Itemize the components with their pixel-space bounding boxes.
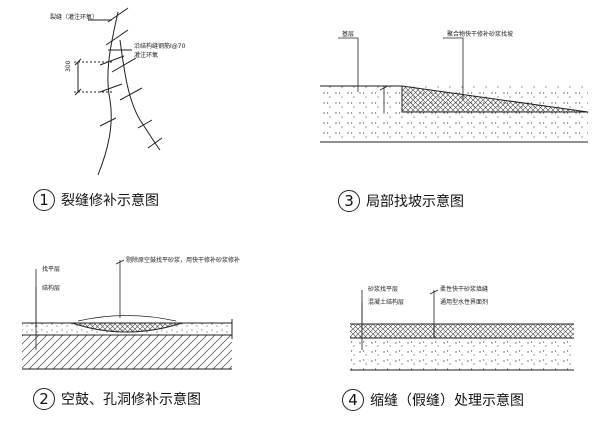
caption-text-2: 空鼓、孔洞修补示意图: [61, 392, 201, 408]
label-structure: 结构层: [42, 285, 61, 292]
caption-1: 1 裂缝修补示意图: [33, 189, 159, 211]
caption-text-1: 裂缝修补示意图: [61, 193, 159, 209]
caption-number-4: 4: [342, 389, 364, 411]
caption-3: 3 局部找坡示意图: [338, 190, 464, 212]
label-slope-mortar: 聚合物快干修补砂浆找坡: [447, 31, 514, 38]
panel-local-slope: 基层 聚合物快干修补砂浆找坡 3 局部找坡示意图: [298, 0, 595, 214]
crack-repair-drawing: [74, 7, 163, 176]
local-slope-drawing: [320, 37, 589, 143]
label-dimension: 300: [65, 60, 72, 72]
label-crack: 裂缝（灌注环氧）: [50, 14, 99, 21]
panel-hollow-repair: 找平层 结构层 剔除原空鼓找平砂浆，用快干修补砂浆修补 2 空鼓、孔洞修补示意图: [0, 214, 298, 429]
caption-number-2: 2: [33, 388, 55, 410]
joint-treatment-drawing: [350, 289, 574, 371]
panel-joint-treatment: 砂浆找平层 混凝土结构层 柔性快干砂浆填缝 通用型水性界面剂 4 缩缝（假缝）处…: [298, 214, 595, 429]
label-repair: 剔除原空鼓找平砂浆，用快干修补砂浆修补: [126, 257, 241, 264]
label-base: 基层: [342, 31, 355, 38]
caption-text-4: 缩缝（假缝）处理示意图: [370, 393, 524, 409]
panel-crack-repair: 裂缝（灌注环氧） 沿结构缝钢筋Ⅰ@70 灌注环氧 300 1 裂缝修补示意图: [0, 0, 298, 214]
caption-2: 2 空鼓、孔洞修补示意图: [33, 388, 201, 410]
caption-number-1: 1: [33, 189, 55, 211]
label-leveling: 找平层: [42, 266, 61, 273]
caption-text-3: 局部找坡示意图: [366, 194, 464, 210]
hollow-repair-drawing: [22, 259, 233, 370]
label-epoxy: 灌注环氧: [134, 52, 159, 59]
label-flexible-mortar: 柔性快干砂浆填缝: [440, 286, 489, 293]
caption-4: 4 缩缝（假缝）处理示意图: [342, 389, 524, 411]
label-mortar-layer: 砂浆找平层: [368, 286, 399, 293]
crack-line-main: [97, 11, 119, 176]
caption-number-3: 3: [338, 190, 360, 212]
label-sealant: 通用型水性界面剂: [440, 299, 489, 306]
label-concrete: 混凝土结构层: [368, 299, 405, 306]
label-rebar: 沿结构缝钢筋Ⅰ@70: [134, 43, 186, 50]
